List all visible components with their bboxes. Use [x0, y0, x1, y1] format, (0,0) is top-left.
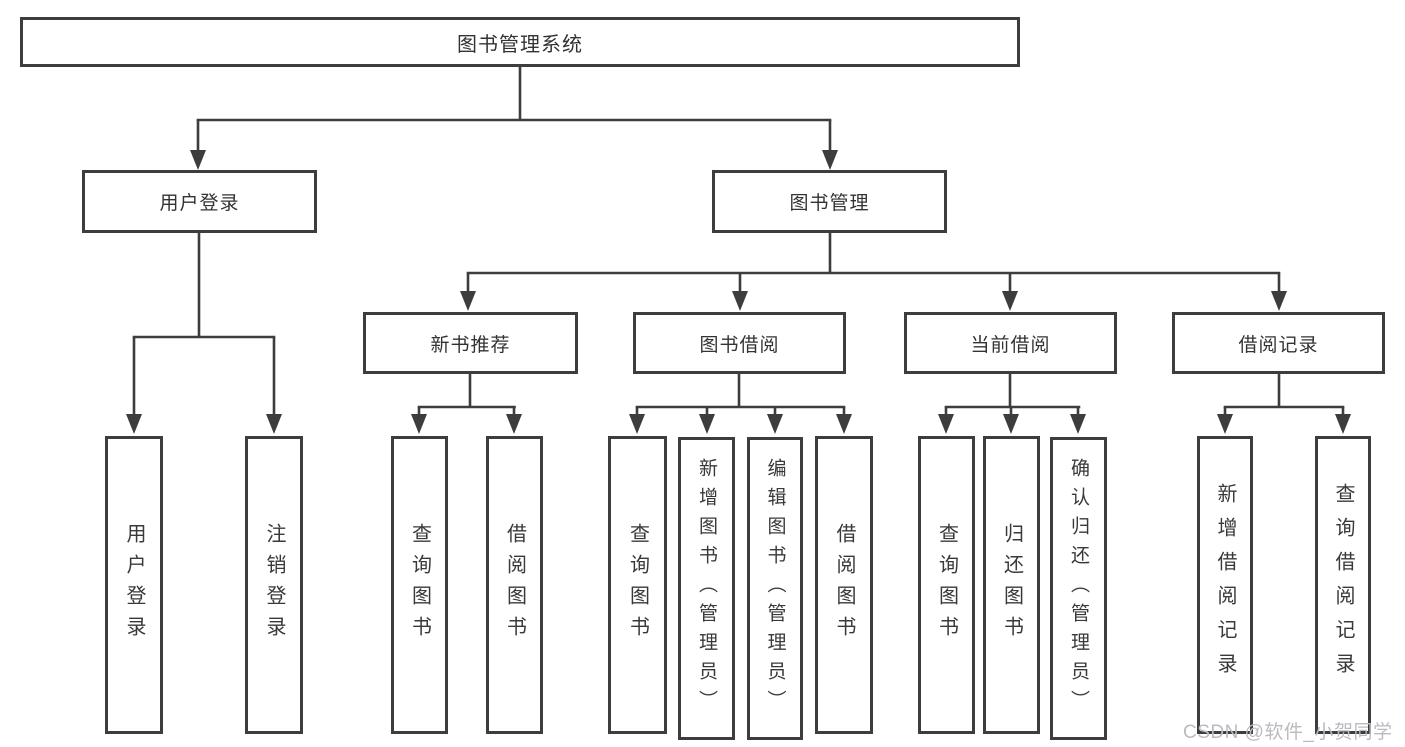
leaf-label: 查询图书: [408, 523, 431, 647]
node-label: 当前借阅: [970, 334, 1051, 356]
leaf-edit-book-admin: 编辑图书（管理员）: [747, 437, 803, 740]
leaf-query-books: 查询图书: [608, 436, 667, 734]
leaf-label: 注销登录: [263, 523, 285, 647]
csdn-watermark: CSDN @软件_小贺同学: [1183, 722, 1393, 743]
node-new-book-recommend: 新书推荐: [363, 312, 578, 374]
leaf-label: 查询图书: [935, 523, 958, 647]
node-borrowing-records: 借阅记录: [1172, 312, 1385, 374]
node-current-borrowing: 当前借阅: [904, 312, 1117, 374]
leaf-label: 查询图书: [626, 523, 649, 647]
node-book-management: 图书管理: [712, 170, 947, 233]
leaf-add-book-admin: 新增图书（管理员）: [678, 437, 735, 740]
node-label: 图书借阅: [699, 334, 780, 356]
leaf-label: 新增图书（管理员）: [696, 458, 717, 719]
node-root-system: 图书管理系统: [20, 17, 1020, 67]
leaf-confirm-return-admin: 确认归还（管理员）: [1050, 437, 1107, 740]
leaf-label: 借阅图书: [833, 523, 855, 647]
node-user-login: 用户登录: [82, 170, 317, 233]
leaf-logout: 注销登录: [245, 436, 303, 734]
node-label: 图书管理: [789, 193, 870, 214]
leaf-return-book: 归还图书: [983, 436, 1040, 734]
leaf-query-borrow-record: 查询借阅记录: [1315, 436, 1371, 734]
node-book-borrowing: 图书借阅: [633, 312, 846, 374]
leaf-borrow-books: 借阅图书: [815, 436, 873, 734]
leaf-label: 确认归还（管理员）: [1068, 458, 1089, 719]
leaf-label: 归还图书: [1000, 523, 1023, 647]
node-label: 借阅记录: [1238, 334, 1319, 356]
leaf-user-login: 用户登录: [105, 436, 163, 734]
node-label: 图书管理系统: [457, 33, 583, 56]
leaf-label: 编辑图书（管理员）: [764, 458, 786, 719]
leaf-add-borrow-record: 新增借阅记录: [1197, 436, 1253, 734]
leaf-label: 查询借阅记录: [1332, 483, 1354, 687]
node-label: 用户登录: [159, 193, 240, 214]
leaf-label: 新增借阅记录: [1214, 483, 1236, 687]
leaf-label: 用户登录: [123, 523, 145, 647]
node-label: 新书推荐: [430, 334, 511, 356]
leaf-query-books: 查询图书: [918, 436, 975, 734]
leaf-query-books: 查询图书: [391, 436, 448, 734]
leaf-label: 借阅图书: [503, 523, 526, 647]
leaf-borrow-books: 借阅图书: [486, 436, 543, 734]
